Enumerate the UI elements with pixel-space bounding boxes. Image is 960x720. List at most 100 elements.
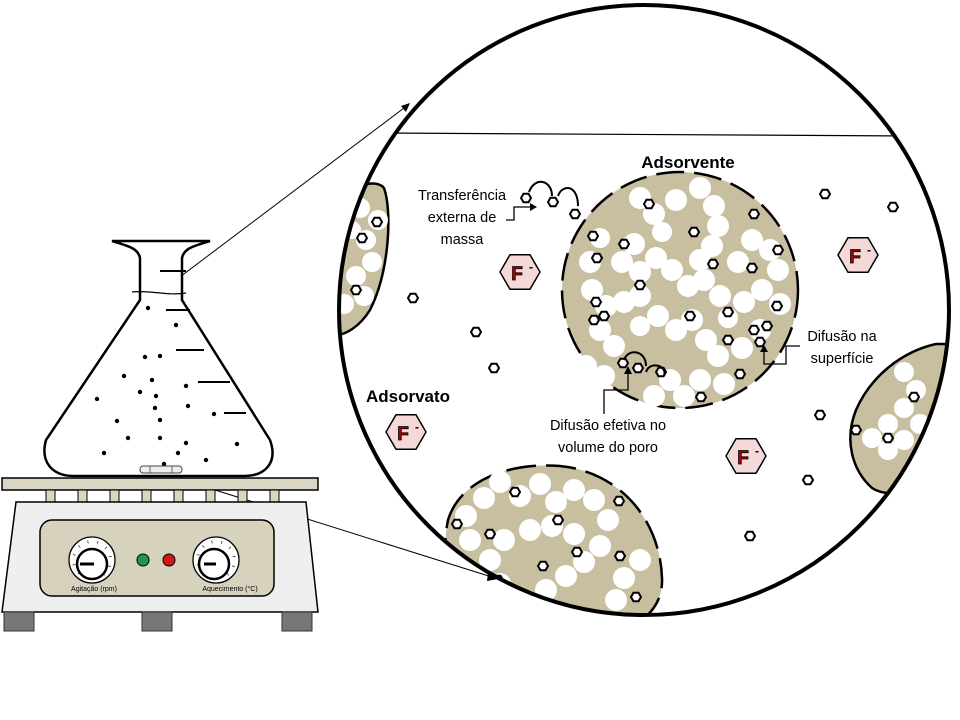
svg-text:Difusão efetiva no: Difusão efetiva no <box>550 418 666 434</box>
pore <box>689 369 711 391</box>
pore <box>493 529 515 551</box>
fluoride-ion-icon: F- <box>725 437 767 475</box>
pore <box>563 479 585 501</box>
pore <box>593 365 615 387</box>
particle-dot <box>183 383 189 389</box>
heating-label: Aquecimento (°C) <box>202 585 257 593</box>
hexagon-molecule-icon <box>587 314 601 326</box>
particle-dot <box>114 418 120 424</box>
hexagon-molecule-icon <box>631 362 645 374</box>
pore <box>555 565 577 587</box>
hexagon-molecule-icon <box>881 432 895 444</box>
hexagon-molecule-icon <box>907 391 921 403</box>
pore <box>339 294 354 314</box>
adsorbent-label: Adsorvente <box>641 153 735 172</box>
pore <box>661 259 683 281</box>
particle-dot <box>145 305 151 311</box>
pore <box>563 523 585 545</box>
plate-post <box>205 489 216 503</box>
particle-dot <box>173 322 179 328</box>
stirring-knob-icon[interactable] <box>68 536 116 584</box>
hexagon-molecule-icon <box>586 230 600 242</box>
pore <box>707 345 729 367</box>
hexagon-molecule-icon <box>771 244 785 256</box>
plate-post <box>237 489 248 503</box>
particle-dot <box>211 411 217 417</box>
adsorbate-label: Adsorvato <box>366 387 450 406</box>
pore <box>613 567 635 589</box>
ion-symbol: F <box>397 424 409 445</box>
hexagon-molecule-icon <box>536 560 550 572</box>
pore <box>862 428 882 448</box>
svg-text:volume do poro: volume do poro <box>558 440 658 456</box>
pore <box>878 414 898 434</box>
pore <box>645 247 667 269</box>
top-plate <box>1 477 319 491</box>
particle-dot <box>152 405 158 411</box>
pore <box>611 251 633 273</box>
hexagon-molecule-icon <box>801 474 815 486</box>
graduation-marks <box>160 270 246 414</box>
hexagon-molecule-icon <box>450 518 464 530</box>
pore <box>629 549 651 571</box>
erlenmeyer-flask <box>43 239 274 478</box>
pore <box>643 385 665 407</box>
particle-dot <box>142 354 148 360</box>
pore <box>713 373 735 395</box>
particle-dot <box>157 435 163 441</box>
particle-dot <box>125 435 131 441</box>
feet <box>3 611 313 632</box>
pore <box>665 189 687 211</box>
pore <box>767 259 789 281</box>
pore <box>473 487 495 509</box>
particle-dot <box>203 457 209 463</box>
hexagon-molecule-icon <box>469 326 483 338</box>
hexagon-molecule-icon <box>849 424 863 436</box>
pore <box>605 589 627 611</box>
hexagon-molecule-icon <box>613 550 627 562</box>
svg-text:Transferência: Transferência <box>418 188 507 204</box>
pore <box>751 279 773 301</box>
hexagon-molecule-icon <box>519 192 533 204</box>
pore-diffusion-label: Difusão efetiva no volume do poro <box>550 418 666 456</box>
pore <box>629 261 651 283</box>
hexagon-molecule-icon <box>721 334 735 346</box>
liquid-surface-zoom <box>379 132 913 137</box>
stirring-label: Agitação (rpm) <box>71 586 117 593</box>
pore-diffusion-arrow <box>623 351 666 377</box>
pore <box>673 385 695 407</box>
plate-post <box>269 489 280 503</box>
particle-dot <box>121 373 127 379</box>
pore <box>630 316 650 336</box>
pore <box>759 239 781 261</box>
pore <box>894 398 914 418</box>
pore <box>629 285 651 307</box>
external-transfer-arrows <box>528 181 579 207</box>
solution-particles <box>94 305 240 467</box>
hexagon-molecule-icon <box>770 300 784 312</box>
particle-dot <box>153 393 159 399</box>
heating-knob-icon[interactable] <box>192 536 240 584</box>
pore <box>459 529 481 551</box>
pore <box>575 355 597 377</box>
hexagon-molecule-icon <box>589 296 603 308</box>
hexagon-molecule-icon <box>813 409 827 421</box>
hexagon-molecule-icon <box>617 238 631 250</box>
particle-dot <box>157 353 163 359</box>
hexagon-molecule-icon <box>597 310 611 322</box>
plate-post <box>45 489 56 503</box>
zoom-line-top <box>159 104 409 293</box>
hexagon-molecule-icon <box>683 310 697 322</box>
external-transfer-pointer <box>506 206 532 221</box>
magnified-view: F-F-F-F- <box>337 3 951 617</box>
pore <box>733 291 755 313</box>
pore <box>707 215 729 237</box>
ion-charge: - <box>529 260 533 274</box>
surface-diffusion-pointer <box>763 345 800 365</box>
adsorbent-particle-main <box>560 170 800 410</box>
pore <box>731 337 753 359</box>
particle-dot <box>101 450 107 456</box>
plate-post <box>141 489 152 503</box>
pore <box>362 252 382 272</box>
hexagon-molecule-icon <box>355 232 369 244</box>
